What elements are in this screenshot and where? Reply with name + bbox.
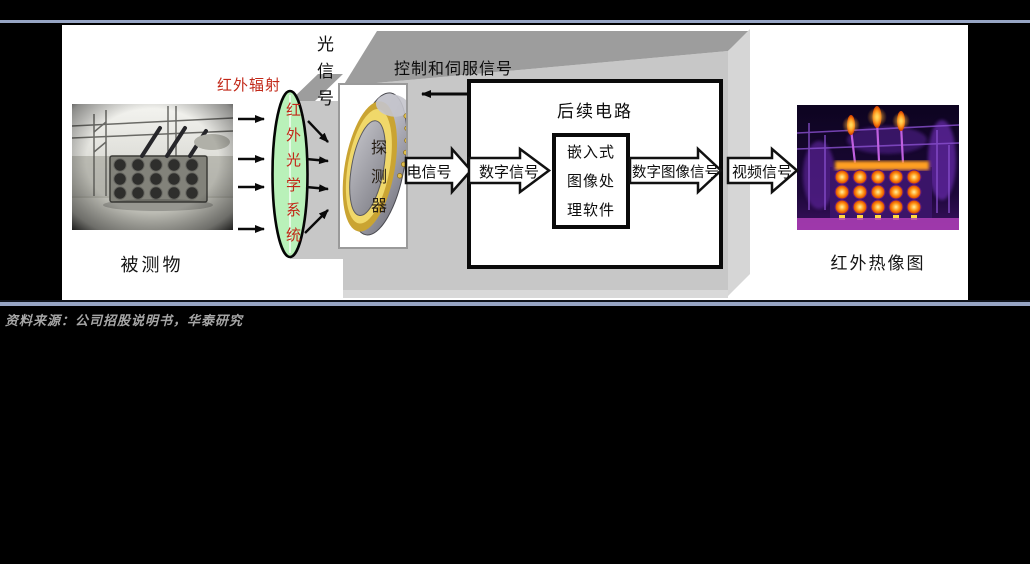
top-divider-line — [0, 20, 1030, 23]
source-note: 资料来源：公司招股说明书，华泰研究 — [5, 313, 244, 328]
circuit-title: 后续电路 — [557, 102, 633, 121]
radiation-arrows — [238, 115, 265, 233]
embedded-software-line: 图像处 — [566, 172, 615, 190]
optical-signal-label: 光信号 — [314, 35, 333, 116]
control-servo-label: 控制和伺服信号 — [394, 61, 514, 78]
embedded-software-line: 理软件 — [566, 201, 615, 219]
digital-signal-label: 数字信号 — [478, 164, 539, 181]
thermal-image — [797, 105, 959, 230]
electrical-signal-label: 电信号 — [406, 164, 452, 181]
measured-object-label: 被测物 — [120, 255, 184, 275]
figure-canvas: 探测器 后续电路 嵌入式 图像处 理软件 — [62, 25, 968, 300]
detector-graphic — [342, 92, 406, 236]
detector-photo: 探测器 — [338, 83, 408, 249]
detector-label: 探测器 — [368, 139, 385, 226]
embedded-software-box: 嵌入式 图像处 理软件 — [552, 133, 630, 229]
substation-photo — [72, 104, 233, 230]
infrared-radiation-label: 红外辐射 — [217, 77, 282, 94]
body-bottom-edge — [343, 290, 728, 298]
digital-image-signal-label: 数字图像信号 — [632, 165, 719, 181]
optical-system-label: 红外光学系统 — [284, 102, 301, 252]
video-signal-label: 视频信号 — [731, 164, 792, 181]
bottom-divider-line — [0, 300, 1030, 306]
embedded-software-line: 嵌入式 — [566, 143, 615, 161]
thermal-image-label: 红外热像图 — [830, 254, 926, 273]
optical-signal-arrows — [304, 120, 329, 234]
